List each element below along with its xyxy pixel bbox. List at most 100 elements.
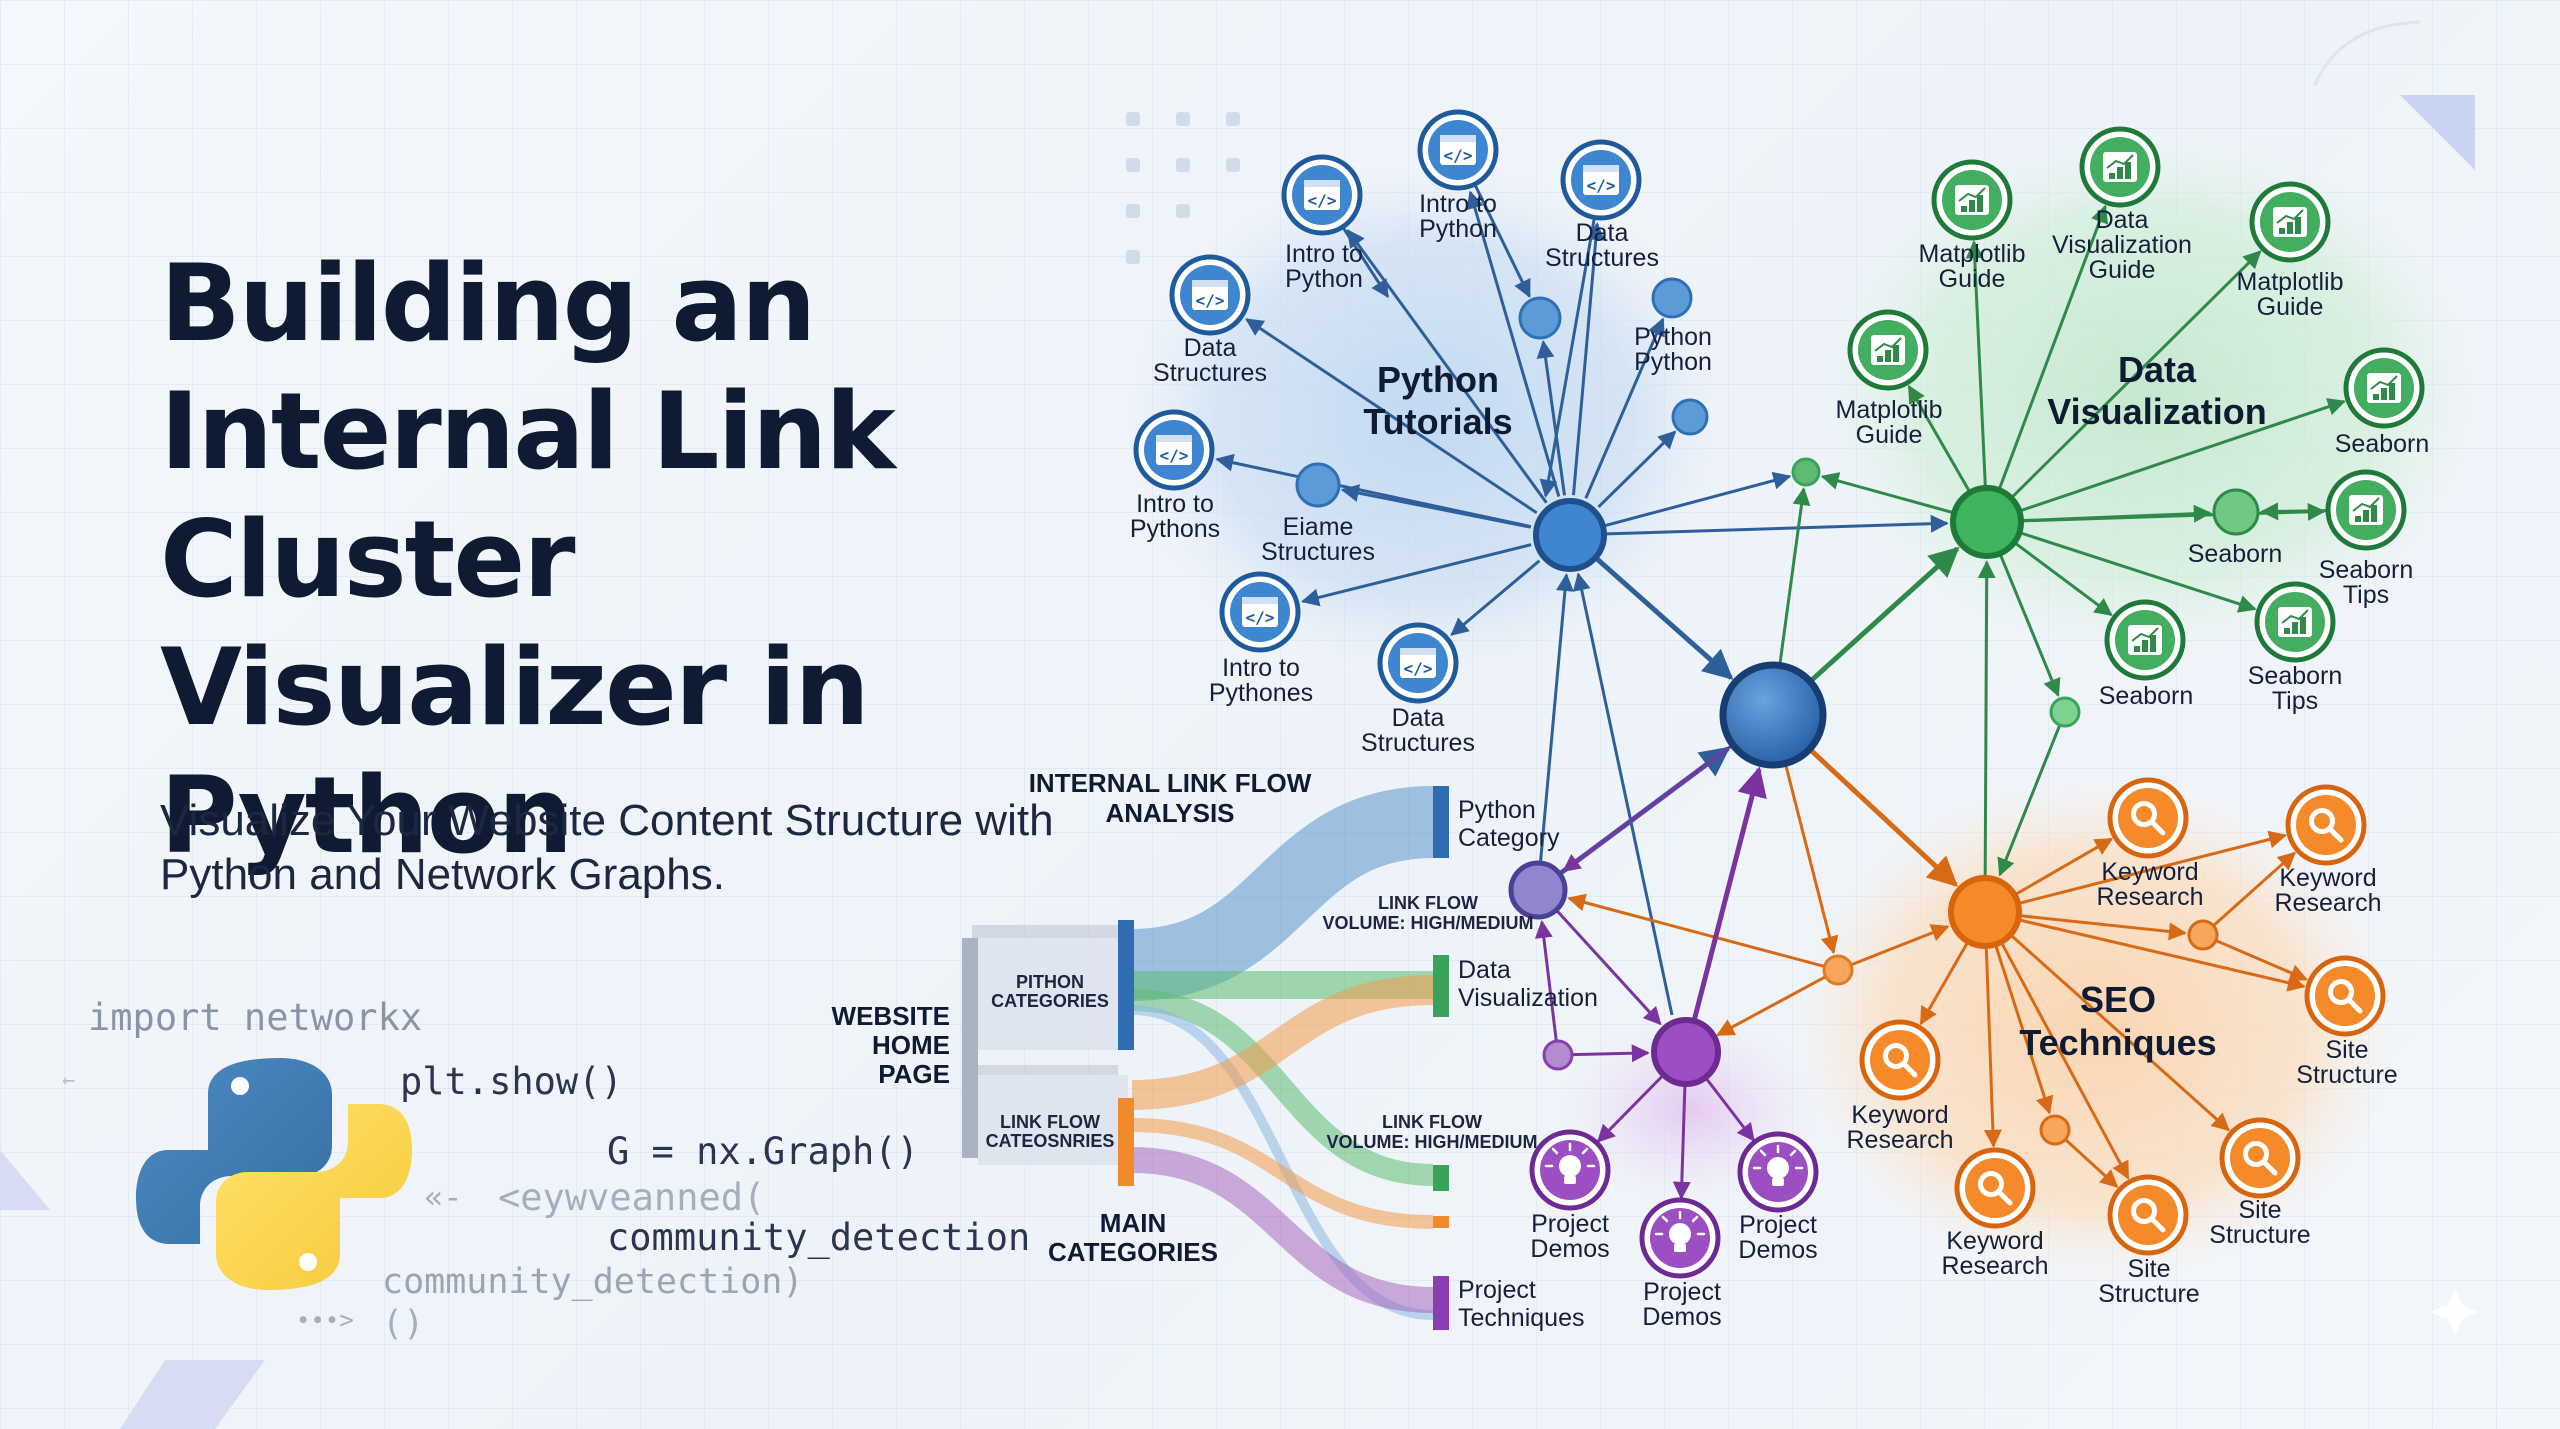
- central-hub-node[interactable]: [1719, 661, 1827, 769]
- home-page-label: WEBSITE: [832, 1001, 950, 1031]
- project-page-node[interactable]: [1737, 1131, 1819, 1213]
- pv-py-edge: [1539, 573, 1574, 863]
- dataviz-edge-0: [1965, 240, 1987, 487]
- seo-page-node[interactable]: [2107, 777, 2189, 859]
- connector-node[interactable]: [1791, 457, 1821, 487]
- code-line-show: plt.show(): [400, 1060, 623, 1103]
- projects-hub-node[interactable]: [1651, 1017, 1721, 1087]
- python-dot-edge-1: [1584, 317, 1665, 499]
- dataviz-hub-node[interactable]: [1950, 485, 2024, 559]
- project-edge-1: [1672, 1085, 1691, 1200]
- connector-node[interactable]: [1822, 954, 1854, 986]
- connector-node[interactable]: [1542, 1039, 1574, 1071]
- python-node-label: Pythones: [1209, 679, 1313, 707]
- decor-triangle: [2400, 95, 2475, 170]
- code-arrow: «-: [424, 1178, 463, 1216]
- project-node-label: Project: [1739, 1211, 1817, 1239]
- seo-node-label: Structure: [2296, 1061, 2397, 1089]
- project-edge-2: [1705, 1078, 1755, 1142]
- seo-page-node[interactable]: [2285, 784, 2367, 866]
- python-node-label: Python: [1634, 348, 1712, 376]
- python-page-node-small[interactable]: [1651, 277, 1693, 319]
- seo-page-node[interactable]: [1859, 1019, 1941, 1101]
- seo-cluster-title-2: Techniques: [2019, 1022, 2216, 1063]
- code-line-community: community_detection: [607, 1216, 1031, 1259]
- dataviz-page-node-small[interactable]: [2212, 488, 2260, 536]
- dataviz-page-node[interactable]: [2079, 126, 2161, 208]
- svg-text:</>: </>: [1246, 608, 1275, 627]
- svg-text:</>: </>: [1587, 176, 1616, 195]
- dataviz-edge-4: [2020, 398, 2346, 512]
- main-categories-label-2: CATEGORIES: [1048, 1237, 1218, 1267]
- dataviz-page-node[interactable]: [1847, 309, 1929, 391]
- python-node-label: Data: [1576, 219, 1629, 247]
- dataviz-page-node[interactable]: [2325, 469, 2407, 551]
- seo-page-node[interactable]: [2107, 1174, 2189, 1256]
- flow-heading-2: ANALYSIS: [1105, 798, 1234, 828]
- decor-shape: [120, 1360, 265, 1429]
- seo-edge-4: [1983, 945, 2002, 1148]
- seo-page-node[interactable]: [2219, 1117, 2301, 1199]
- python-node-label: Structures: [1153, 359, 1267, 387]
- target-data-visualization-2: Visualization: [1458, 984, 1598, 1012]
- seo-edge-0: [2013, 837, 2114, 897]
- python-page-node[interactable]: </>: [1560, 139, 1642, 221]
- seo-edge-5: [1999, 941, 2130, 1180]
- python-page-node[interactable]: </>: [1417, 109, 1499, 191]
- dataviz-edge-2: [2011, 250, 2262, 498]
- seo-dot-edge-c: [2064, 1138, 2119, 1188]
- python-page-node-small[interactable]: [1295, 462, 1341, 508]
- python-edge-3: [1245, 318, 1538, 515]
- python-edge-2: [1571, 222, 1605, 496]
- code-window-icon: [1304, 180, 1340, 210]
- seo-page-node-small[interactable]: [2039, 1114, 2071, 1146]
- dataviz-node-label: Guide: [2089, 256, 2156, 284]
- dataviz-page-node[interactable]: [2343, 347, 2425, 429]
- python-page-node[interactable]: </>: [1377, 622, 1459, 704]
- python-node-label: Data: [1392, 704, 1445, 732]
- dataviz-node-label: Visualization: [2052, 231, 2192, 259]
- flow-target-bar-4: [1433, 1276, 1449, 1330]
- svg-text:</>: </>: [1160, 446, 1189, 465]
- project-page-node[interactable]: [1529, 1129, 1611, 1211]
- python-page-node-small[interactable]: [1671, 398, 1709, 436]
- python-page-node[interactable]: </>: [1281, 154, 1363, 236]
- dot-seo-edge: [1850, 924, 1950, 967]
- svg-text:</>: </>: [1308, 191, 1337, 210]
- target-python-category: Python: [1458, 796, 1536, 824]
- graph-edges: [1215, 185, 2346, 1200]
- dataviz-page-node[interactable]: [2104, 599, 2186, 681]
- python-page-node[interactable]: </>: [1219, 571, 1301, 653]
- python-edge-extra-2: [1342, 227, 1390, 299]
- decor-curve: [2313, 20, 2421, 86]
- code-line-parens: (): [382, 1304, 425, 1344]
- seo-hub-node[interactable]: [1948, 875, 2022, 949]
- seo-node-label: Structure: [2209, 1221, 2310, 1249]
- connector-node[interactable]: [2049, 696, 2081, 728]
- seo-page-node-small[interactable]: [2187, 919, 2219, 951]
- python-page-node-small[interactable]: [1518, 296, 1562, 340]
- python-page-node[interactable]: </>: [1169, 254, 1251, 336]
- dataviz-edge-dot: [2022, 504, 2212, 523]
- python-page-node[interactable]: </>: [1133, 409, 1215, 491]
- python-hub-node[interactable]: [1533, 498, 1607, 572]
- seo-page-node[interactable]: [2304, 955, 2386, 1037]
- hub-seo-edge: [1809, 748, 1958, 887]
- seo-page-node[interactable]: [1954, 1147, 2036, 1229]
- dataviz-page-node[interactable]: [1931, 159, 2013, 241]
- python-dot-edge-2: [1597, 430, 1677, 509]
- dataviz-page-node[interactable]: [2249, 181, 2331, 263]
- python-node-label: Python: [1285, 265, 1363, 293]
- connector-hub-node[interactable]: [1508, 860, 1568, 920]
- dataviz-cluster-title-2: Visualization: [2047, 391, 2266, 432]
- project-page-node[interactable]: [1639, 1197, 1721, 1279]
- decor-dot-grid: [1126, 112, 1240, 264]
- home-page-label-2: HOME: [872, 1030, 950, 1060]
- python-node-label: Structures: [1261, 538, 1375, 566]
- python-cluster-title: Python: [1377, 359, 1499, 400]
- dataviz-node-label: Data: [2096, 206, 2149, 234]
- dataviz-page-node[interactable]: [2254, 581, 2336, 663]
- pr-hub-edge: [1692, 766, 1767, 1020]
- python-edge-0: [1346, 229, 1548, 504]
- svg-text:</>: </>: [1444, 146, 1473, 165]
